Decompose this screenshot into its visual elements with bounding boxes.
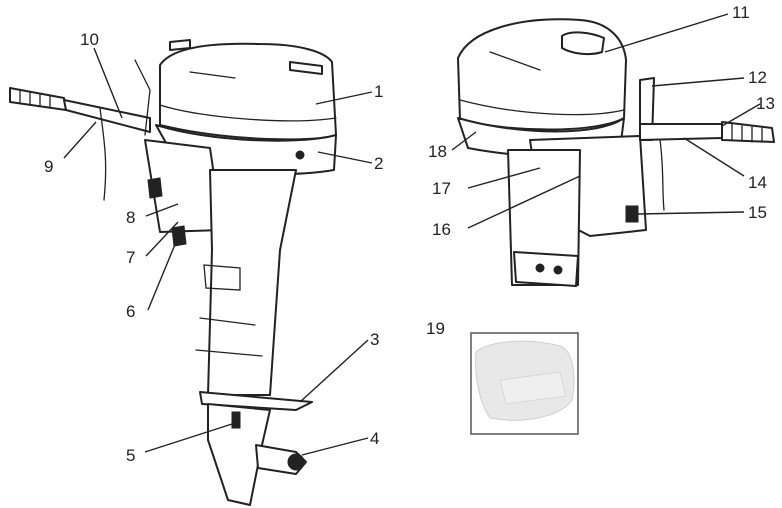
label-part-16: 16: [432, 220, 451, 239]
label-part-9: 9: [44, 157, 53, 176]
label-part-5: 5: [126, 446, 135, 465]
label-part-3: 3: [370, 330, 379, 349]
label-part-19: 19: [426, 319, 445, 338]
label-part-13: 13: [756, 94, 775, 113]
leader-lines: [63, 13, 761, 456]
label-part-17: 17: [432, 179, 451, 198]
label-part-7: 7: [126, 248, 135, 267]
label-part-8: 8: [126, 208, 135, 227]
label-part-2: 2: [374, 154, 383, 173]
right-motor-illustration: [457, 18, 775, 287]
inset-part-19: [470, 332, 579, 435]
label-part-18: 18: [428, 142, 447, 161]
label-part-10: 10: [80, 30, 99, 49]
label-part-11: 11: [732, 3, 750, 22]
label-part-4: 4: [370, 429, 379, 448]
label-part-14: 14: [748, 173, 767, 192]
label-part-15: 15: [748, 203, 767, 222]
left-motor-illustration: [9, 39, 337, 506]
label-part-1: 1: [374, 82, 383, 101]
label-part-12: 12: [748, 68, 767, 87]
label-part-6: 6: [126, 302, 135, 321]
part-number-labels: 1 2 3 4 5 6 7 8 9 10 11 12 13 14 15 16 1…: [44, 3, 775, 465]
